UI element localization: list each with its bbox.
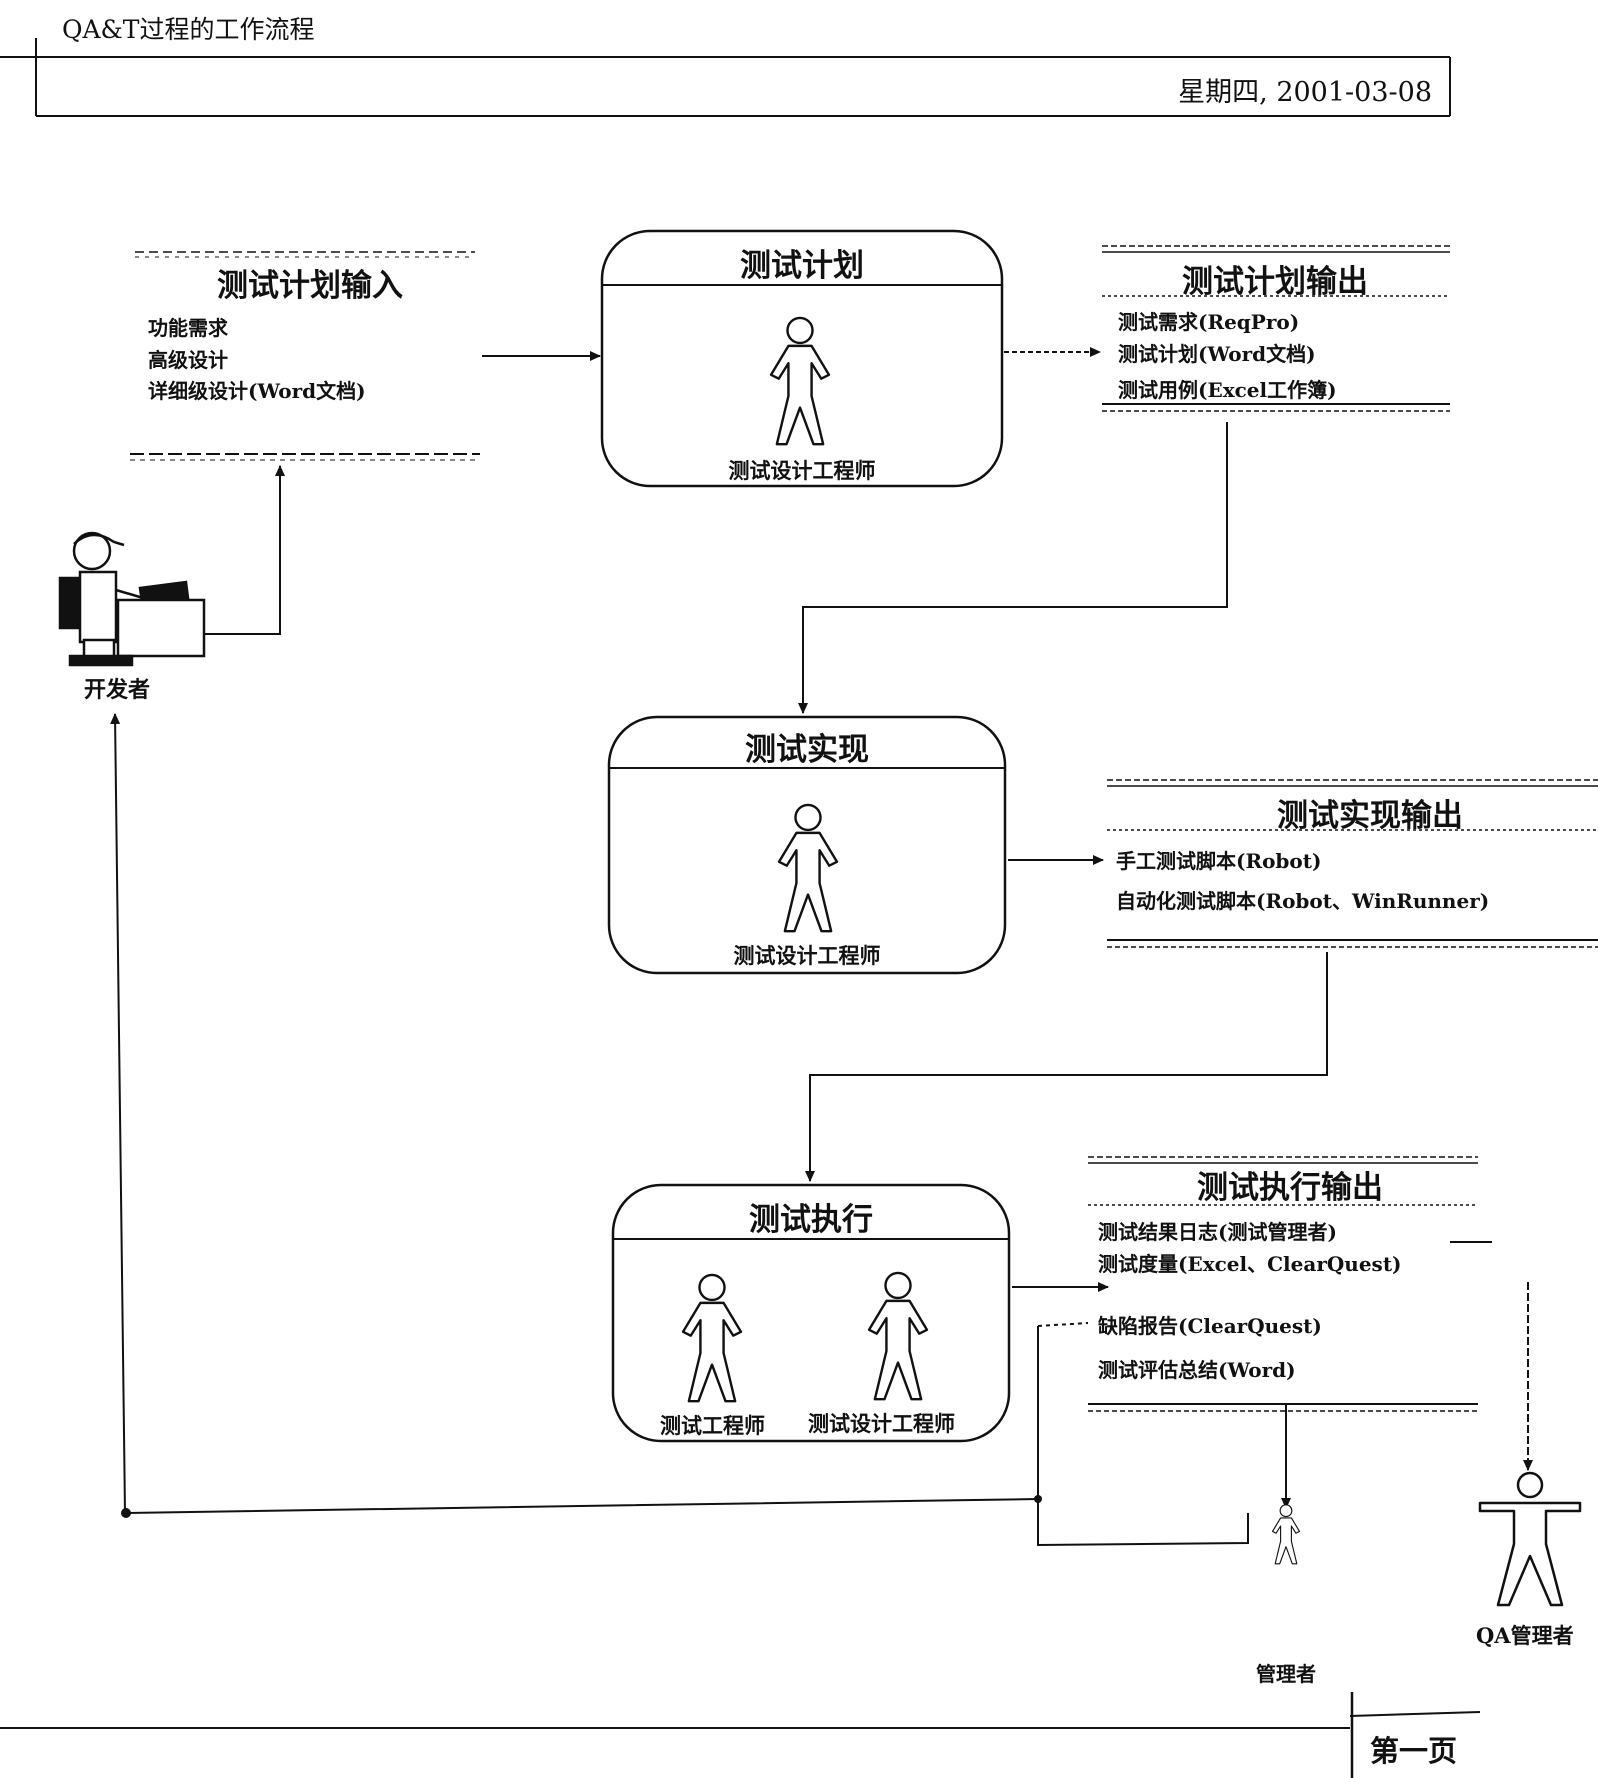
test-impl-output-item-1: 手工测试脚本(Robot) (1116, 845, 1321, 874)
test-plan-output-item-3: 测试用例(Excel工作簿) (1118, 374, 1337, 403)
developer-label: 开发者 (84, 672, 150, 704)
test-plan-title: 测试计划 (602, 240, 1002, 285)
test-plan-input-title: 测试计划输入 (190, 260, 430, 305)
test-exec-role-right: 测试设计工程师 (808, 1408, 955, 1438)
test-plan-output-item-2: 测试计划(Word文档) (1118, 338, 1316, 367)
test-exec-output-item-1: 测试结果日志(测试管理者) (1098, 1216, 1337, 1245)
test-plan-input-item-3: 详细级设计(Word文档) (148, 375, 366, 404)
test-impl-role: 测试设计工程师 (609, 940, 1005, 970)
test-plan-input-item-2: 高级设计 (148, 344, 228, 373)
test-impl-output-title: 测试实现输出 (1230, 790, 1510, 835)
test-exec-output-item-3: 缺陷报告(ClearQuest) (1098, 1310, 1322, 1339)
manager-label: 管理者 (1256, 1658, 1316, 1687)
test-plan-output-item-1: 测试需求(ReqPro) (1118, 306, 1299, 335)
test-impl-title: 测试实现 (609, 724, 1005, 769)
page-label: 第一页 (1370, 1728, 1457, 1770)
test-plan-output-title: 测试计划输出 (1140, 256, 1410, 301)
test-exec-output-item-4: 测试评估总结(Word) (1098, 1354, 1296, 1383)
test-exec-output-title: 测试执行输出 (1170, 1162, 1410, 1207)
footer-frame (0, 1692, 1480, 1778)
test-exec-title: 测试执行 (613, 1194, 1009, 1239)
test-plan-input-item-1: 功能需求 (148, 312, 228, 341)
test-impl-output-item-2: 自动化测试脚本(Robot、WinRunner) (1116, 885, 1489, 914)
qa-manager-label: QA管理者 (1476, 1620, 1574, 1650)
document-title: QA&T过程的工作流程 (62, 10, 314, 46)
test-exec-role-left: 测试工程师 (660, 1410, 765, 1440)
manager-icon (1273, 1505, 1300, 1564)
developer-icon (60, 533, 204, 665)
test-exec-output-item-2: 测试度量(Excel、ClearQuest) (1098, 1248, 1402, 1277)
date-label: 星期四, 2001-03-08 (1100, 70, 1432, 109)
qa-manager-icon (1480, 1473, 1580, 1605)
test-plan-role: 测试设计工程师 (602, 455, 1002, 485)
